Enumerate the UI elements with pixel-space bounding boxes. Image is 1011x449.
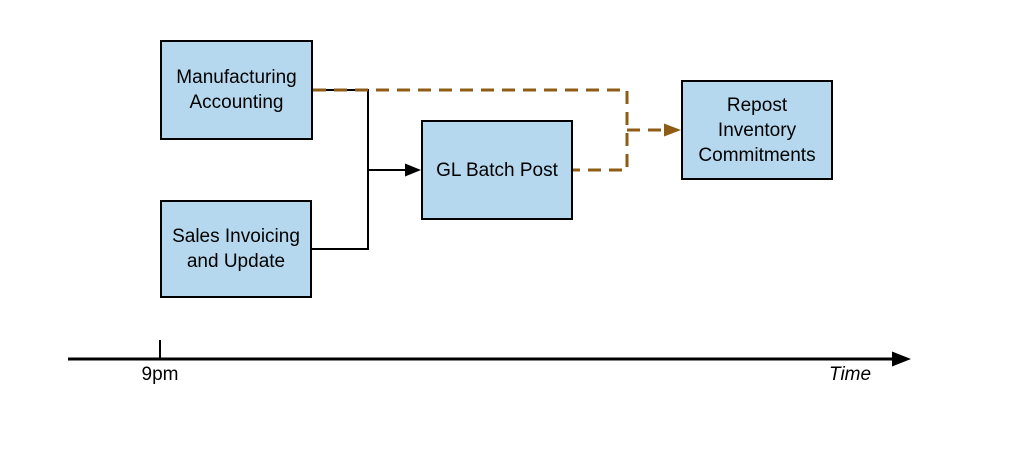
solid-connector-merge-path	[312, 89, 369, 250]
node-label: Manufacturing Accounting	[176, 67, 297, 113]
timeline-axis-label: Time	[829, 364, 872, 385]
node-label: Sales Invoicing and Update	[172, 226, 300, 272]
node-manufacturing-accounting: Manufacturing Accounting	[160, 40, 313, 140]
dashed-arrowhead-repost	[664, 123, 681, 137]
dashed-connector-merge-path	[313, 88, 629, 172]
solid-arrowhead-gl-batch-post	[405, 163, 421, 177]
timeline-arrowhead	[892, 351, 911, 367]
node-label: Repost Inventory Commitments	[698, 94, 816, 166]
node-repost-inventory-commitments: Repost Inventory Commitments	[681, 80, 833, 180]
node-sales-invoicing-and-update: Sales Invoicing and Update	[160, 200, 312, 298]
node-label: GL Batch Post	[436, 159, 558, 181]
timeline-tick-label: 9pm	[141, 364, 179, 385]
node-gl-batch-post: GL Batch Post	[421, 120, 573, 220]
